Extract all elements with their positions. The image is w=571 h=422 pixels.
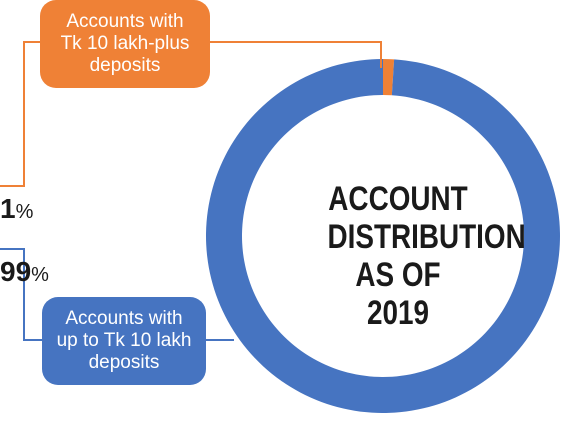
percent-large-unit: % <box>15 201 34 223</box>
percent-small-unit: % <box>31 264 49 286</box>
callout-small-deposits: Accounts with up to Tk 10 lakh deposits <box>42 297 206 385</box>
percent-large-value: 1 <box>0 193 16 224</box>
callout-small-line1: Accounts with <box>65 308 183 329</box>
percent-large-deposits: 1% <box>0 193 33 225</box>
chart-title: ACCOUNT DISTRIBUTION AS OF 2019 <box>327 180 526 332</box>
percent-small-value: 99 <box>0 256 32 287</box>
chart-title-line3: AS OF 2019 <box>355 256 441 332</box>
callout-large-deposits: Accounts with Tk 10 lakh-plus deposits <box>40 0 210 88</box>
percent-small-deposits: 99% <box>0 256 49 288</box>
callout-small-line2: up to Tk 10 lakh <box>56 330 192 351</box>
chart-title-line2: DISTRIBUTION <box>327 218 526 256</box>
callout-small-line3: deposits <box>88 352 160 373</box>
leader-line-blue-left <box>0 248 42 341</box>
leader-line-orange-left <box>0 41 40 187</box>
slice-large-deposits <box>383 59 395 96</box>
donut-slices <box>206 59 561 413</box>
callout-large-line1: Accounts with <box>66 11 184 32</box>
callout-large-line3: deposits <box>89 55 161 76</box>
chart-title-line1: ACCOUNT <box>328 180 468 218</box>
callout-large-line2: Tk 10 lakh-plus <box>60 33 190 54</box>
leader-line-orange <box>210 41 382 68</box>
